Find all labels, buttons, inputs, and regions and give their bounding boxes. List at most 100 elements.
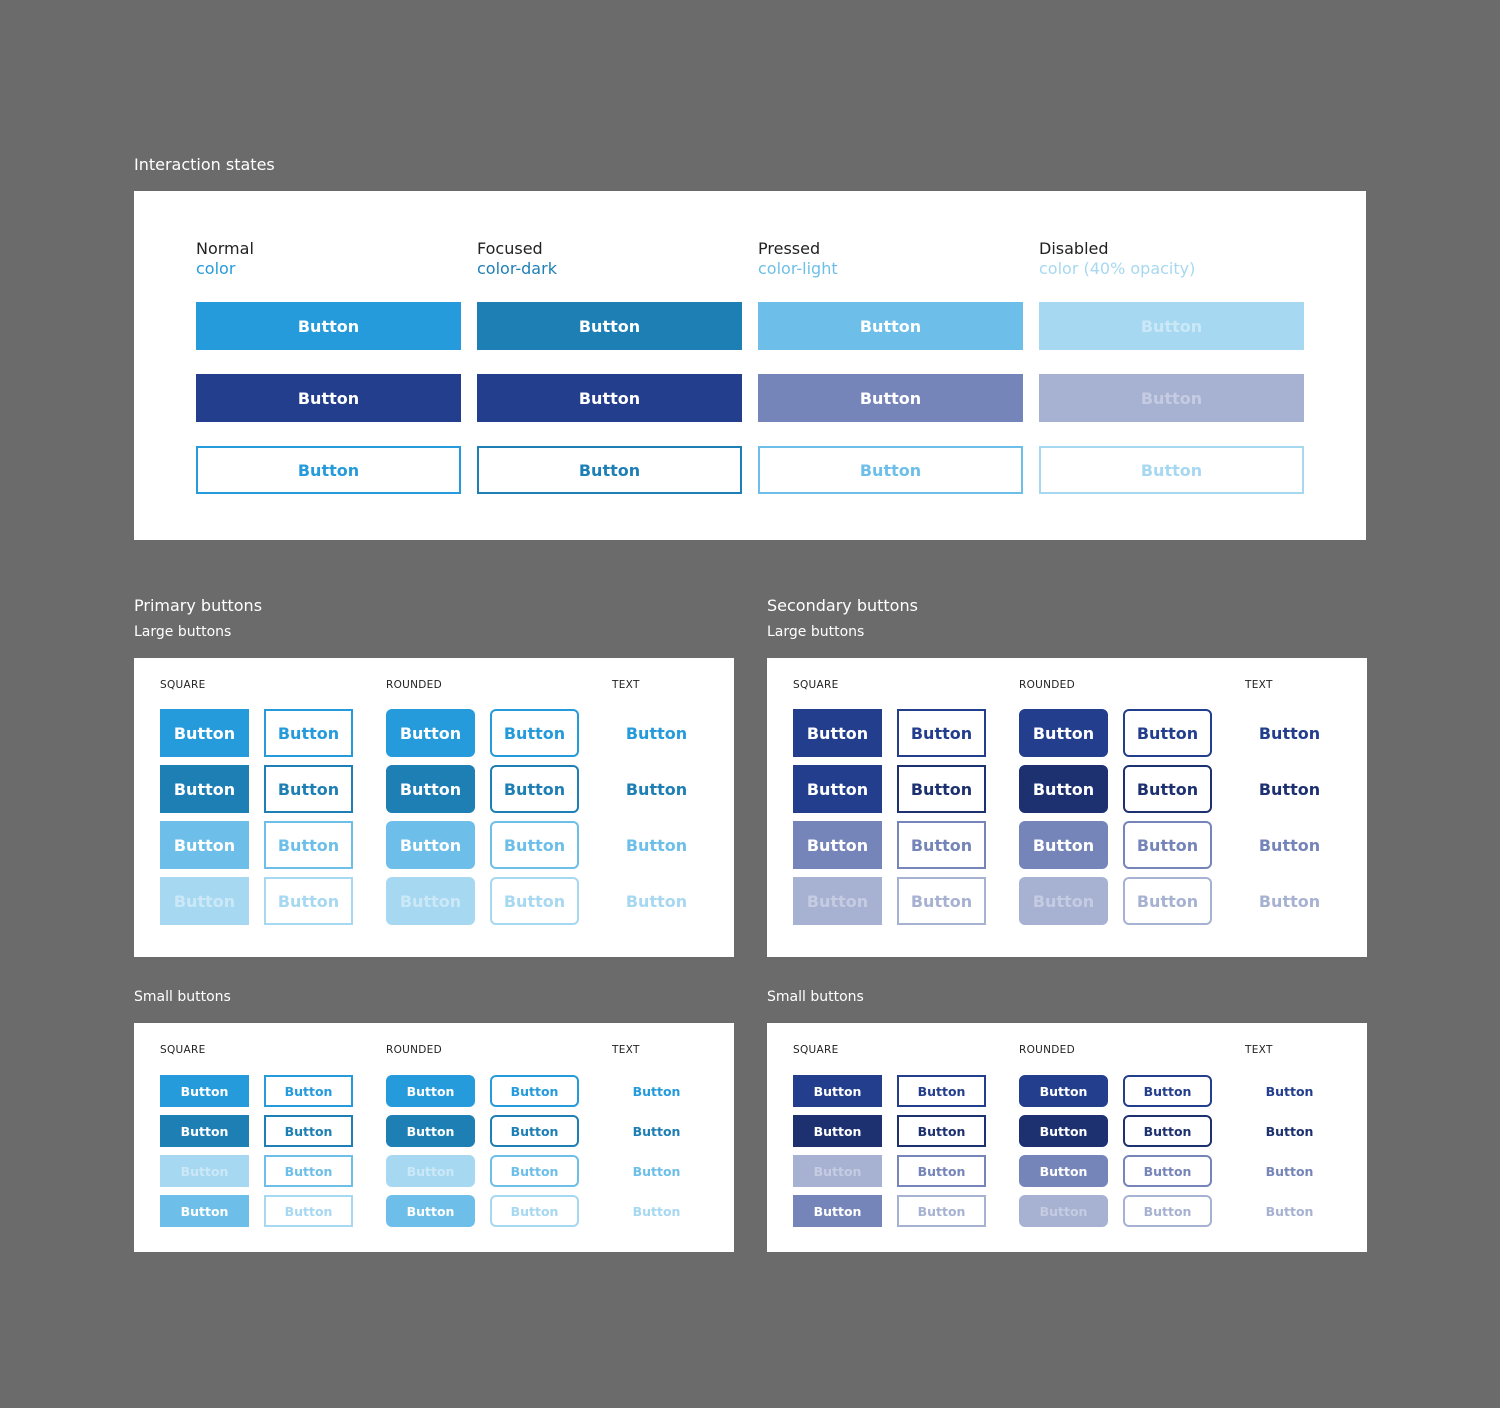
- state-focused-button-1[interactable]: Button: [477, 302, 742, 350]
- primary-small-rounded-filled-button-3[interactable]: Button: [386, 1155, 475, 1187]
- primary-small-rounded-outline-button-2[interactable]: Button: [490, 1115, 579, 1147]
- state-pressed-button-3[interactable]: Button: [758, 446, 1023, 494]
- secondary-large-text-button-3[interactable]: Button: [1258, 835, 1321, 855]
- primary-large-text-button-4[interactable]: Button: [625, 891, 688, 911]
- secondary-small-square-label: SQUARE: [793, 1044, 839, 1056]
- primary-small-text-button-4[interactable]: Button: [632, 1203, 681, 1219]
- secondary-large-rounded-filled-button-1[interactable]: Button: [1019, 709, 1108, 757]
- secondary-small-text-button-4[interactable]: Button: [1265, 1203, 1314, 1219]
- state-pressed-button-2[interactable]: Button: [758, 374, 1023, 422]
- interaction-states-title: Interaction states: [134, 155, 275, 174]
- secondary-large-square-outline-button-4[interactable]: Button: [897, 877, 986, 925]
- secondary-large-square-outline-button-2[interactable]: Button: [897, 765, 986, 813]
- primary-large-square-filled-button-4[interactable]: Button: [160, 877, 249, 925]
- secondary-small-square-filled-button-3[interactable]: Button: [793, 1155, 882, 1187]
- primary-large-rounded-filled-button-4[interactable]: Button: [386, 877, 475, 925]
- secondary-large-square-outline-button-3[interactable]: Button: [897, 821, 986, 869]
- primary-small-square-outline-button-4[interactable]: Button: [264, 1195, 353, 1227]
- secondary-large-rounded-filled-button-3[interactable]: Button: [1019, 821, 1108, 869]
- primary-small-square-filled-button-3[interactable]: Button: [160, 1155, 249, 1187]
- primary-small-square-filled-button-2[interactable]: Button: [160, 1115, 249, 1147]
- primary-large-square-filled-button-3[interactable]: Button: [160, 821, 249, 869]
- primary-small-square-filled-button-1[interactable]: Button: [160, 1075, 249, 1107]
- primary-large-square-outline-button-2[interactable]: Button: [264, 765, 353, 813]
- primary-large-rounded-filled-button-1[interactable]: Button: [386, 709, 475, 757]
- secondary-small-text-button-2[interactable]: Button: [1265, 1123, 1314, 1139]
- secondary-large-text-button-1[interactable]: Button: [1258, 723, 1321, 743]
- secondary-large-rounded-outline-button-1[interactable]: Button: [1123, 709, 1212, 757]
- state-normal-button-1[interactable]: Button: [196, 302, 461, 350]
- secondary-small-square-outline-button-2[interactable]: Button: [897, 1115, 986, 1147]
- primary-small-rounded-filled-button-2[interactable]: Button: [386, 1115, 475, 1147]
- primary-large-square-outline-button-4[interactable]: Button: [264, 877, 353, 925]
- state-color-token: color: [196, 259, 236, 278]
- state-disabled-button-1[interactable]: Button: [1039, 302, 1304, 350]
- secondary-small-square-outline-button-4[interactable]: Button: [897, 1195, 986, 1227]
- primary-large-rounded-outline-button-1[interactable]: Button: [490, 709, 579, 757]
- secondary-large-text-button-4[interactable]: Button: [1258, 891, 1321, 911]
- primary-large-text-button-2[interactable]: Button: [625, 779, 688, 799]
- state-disabled-button-3[interactable]: Button: [1039, 446, 1304, 494]
- secondary-large-square-filled-button-4[interactable]: Button: [793, 877, 882, 925]
- secondary-large-rounded-outline-button-4[interactable]: Button: [1123, 877, 1212, 925]
- state-normal-button-2[interactable]: Button: [196, 374, 461, 422]
- secondary-large-text-button-2[interactable]: Button: [1258, 779, 1321, 799]
- secondary-small-rounded-outline-button-1[interactable]: Button: [1123, 1075, 1212, 1107]
- secondary-large-rounded-filled-button-4[interactable]: Button: [1019, 877, 1108, 925]
- primary-small-rounded-outline-button-1[interactable]: Button: [490, 1075, 579, 1107]
- secondary-small-square-filled-button-4[interactable]: Button: [793, 1195, 882, 1227]
- secondary-small-rounded-outline-button-2[interactable]: Button: [1123, 1115, 1212, 1147]
- state-pressed-button-1[interactable]: Button: [758, 302, 1023, 350]
- primary-large-rounded-outline-button-3[interactable]: Button: [490, 821, 579, 869]
- state-color-token: color (40% opacity): [1039, 259, 1196, 278]
- primary-large-rounded-filled-button-3[interactable]: Button: [386, 821, 475, 869]
- secondary-small-rounded-filled-button-1[interactable]: Button: [1019, 1075, 1108, 1107]
- secondary-small-rounded-outline-button-4[interactable]: Button: [1123, 1195, 1212, 1227]
- secondary-small-rounded-filled-button-2[interactable]: Button: [1019, 1115, 1108, 1147]
- primary-large-text-button-3[interactable]: Button: [625, 835, 688, 855]
- state-focused-button-3[interactable]: Button: [477, 446, 742, 494]
- primary-small-rounded-filled-button-4[interactable]: Button: [386, 1195, 475, 1227]
- secondary-large-rounded-outline-button-3[interactable]: Button: [1123, 821, 1212, 869]
- primary-large-square-outline-button-1[interactable]: Button: [264, 709, 353, 757]
- primary-small-text-button-3[interactable]: Button: [632, 1163, 681, 1179]
- primary-large-rounded-outline-button-2[interactable]: Button: [490, 765, 579, 813]
- primary-large-text-button-1[interactable]: Button: [625, 723, 688, 743]
- state-normal-button-3[interactable]: Button: [196, 446, 461, 494]
- primary-large-square-outline-button-3[interactable]: Button: [264, 821, 353, 869]
- primary-small-square-outline-button-2[interactable]: Button: [264, 1115, 353, 1147]
- primary-small-square-filled-button-4[interactable]: Button: [160, 1195, 249, 1227]
- secondary-small-square-filled-button-2[interactable]: Button: [793, 1115, 882, 1147]
- primary-large-square-filled-button-2[interactable]: Button: [160, 765, 249, 813]
- secondary-small-rounded-filled-button-3[interactable]: Button: [1019, 1155, 1108, 1187]
- primary-large-square-filled-button-1[interactable]: Button: [160, 709, 249, 757]
- secondary-large-square-filled-button-3[interactable]: Button: [793, 821, 882, 869]
- primary-small-rounded-filled-button-1[interactable]: Button: [386, 1075, 475, 1107]
- secondary-large-rounded-filled-button-2[interactable]: Button: [1019, 765, 1108, 813]
- secondary-small-square-outline-button-1[interactable]: Button: [897, 1075, 986, 1107]
- secondary-small-square-outline-button-3[interactable]: Button: [897, 1155, 986, 1187]
- secondary-large-square-filled-button-1[interactable]: Button: [793, 709, 882, 757]
- secondary-small-text-button-1[interactable]: Button: [1265, 1083, 1314, 1099]
- secondary-small-rounded-filled-button-4[interactable]: Button: [1019, 1195, 1108, 1227]
- primary-small-square-outline-button-1[interactable]: Button: [264, 1075, 353, 1107]
- primary-small-square-outline-button-3[interactable]: Button: [264, 1155, 353, 1187]
- primary-large-rounded-outline-button-4[interactable]: Button: [490, 877, 579, 925]
- primary-small-rounded-outline-button-3[interactable]: Button: [490, 1155, 579, 1187]
- primary-small-rounded-outline-button-4[interactable]: Button: [490, 1195, 579, 1227]
- secondary-large-rounded-outline-button-2[interactable]: Button: [1123, 765, 1212, 813]
- secondary-small-text-button-3[interactable]: Button: [1265, 1163, 1314, 1179]
- secondary-large-square-outline-button-1[interactable]: Button: [897, 709, 986, 757]
- primary-small-label: Small buttons: [134, 989, 231, 1005]
- primary-small-text-button-1[interactable]: Button: [632, 1083, 681, 1099]
- secondary-small-rounded-outline-button-3[interactable]: Button: [1123, 1155, 1212, 1187]
- primary-small-text-button-2[interactable]: Button: [632, 1123, 681, 1139]
- secondary-large-square-filled-button-2[interactable]: Button: [793, 765, 882, 813]
- state-focused-button-2[interactable]: Button: [477, 374, 742, 422]
- primary-large-rounded-filled-button-2[interactable]: Button: [386, 765, 475, 813]
- state-disabled-button-2[interactable]: Button: [1039, 374, 1304, 422]
- secondary-small-square-filled-button-1[interactable]: Button: [793, 1075, 882, 1107]
